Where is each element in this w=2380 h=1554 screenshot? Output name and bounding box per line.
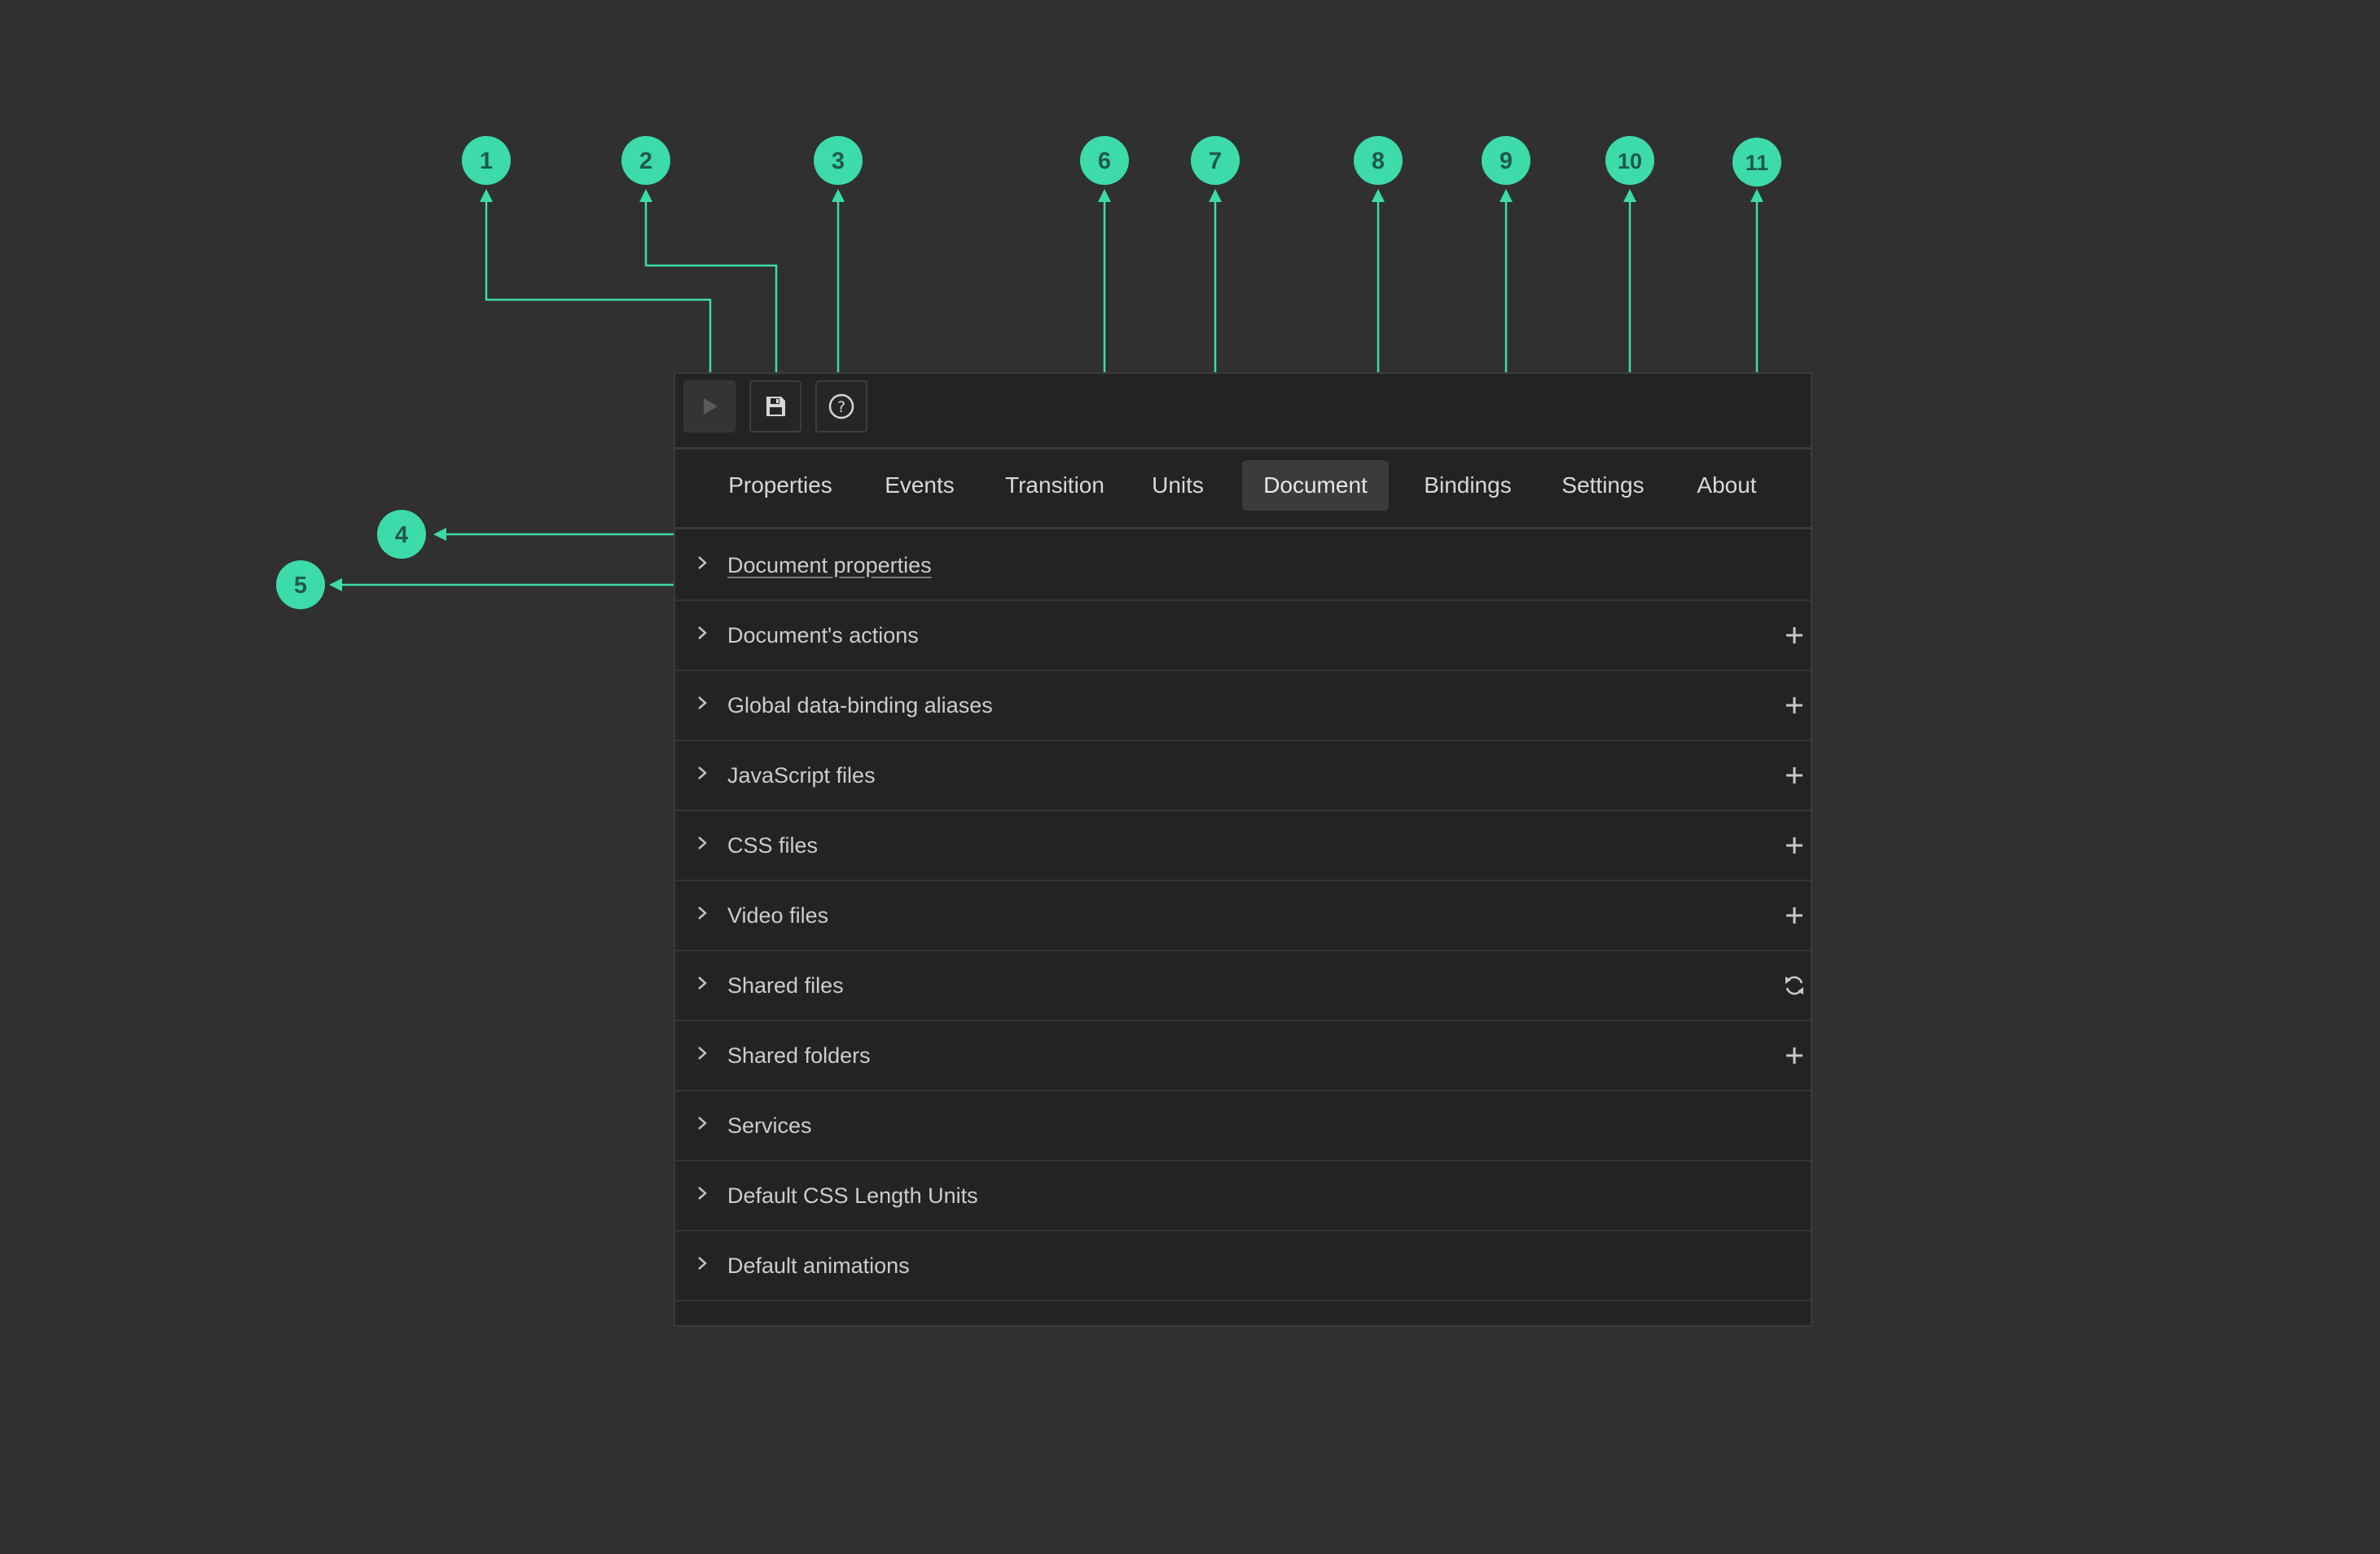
callout-badge xyxy=(814,136,863,185)
callout-number: 6 xyxy=(1098,148,1111,174)
chevron-right-icon[interactable] xyxy=(693,1254,711,1272)
chevron-right-icon[interactable] xyxy=(693,764,711,782)
add-button[interactable] xyxy=(1781,762,1807,788)
section-label: JavaScript files xyxy=(727,762,876,788)
section-row[interactable]: Shared files xyxy=(675,951,1811,1021)
section-row[interactable]: Services xyxy=(675,1091,1811,1161)
section-row[interactable]: CSS files xyxy=(675,811,1811,881)
callout-badge xyxy=(1354,136,1403,185)
chevron-right-icon[interactable] xyxy=(693,1114,711,1132)
section-row[interactable]: Default animations xyxy=(675,1231,1811,1302)
tab-events[interactable]: Events xyxy=(885,472,955,498)
svg-text:?: ? xyxy=(837,398,845,416)
tab-about[interactable]: About xyxy=(1697,472,1757,498)
section-row[interactable]: JavaScript files xyxy=(675,741,1811,811)
section-label: Document properties xyxy=(727,552,932,577)
save-button[interactable] xyxy=(749,380,801,432)
plus-icon xyxy=(1786,627,1803,643)
add-button[interactable] xyxy=(1781,622,1807,648)
section-label: Default animations xyxy=(727,1253,910,1278)
section-row[interactable]: Document's actions xyxy=(675,601,1811,671)
plus-icon xyxy=(1786,767,1803,784)
section-label: Shared folders xyxy=(727,1043,871,1068)
add-button[interactable] xyxy=(1781,902,1807,928)
plus-icon xyxy=(1786,907,1803,924)
plus-icon xyxy=(1786,837,1803,854)
chevron-right-icon[interactable] xyxy=(693,554,711,572)
chevron-right-icon[interactable] xyxy=(693,1044,711,1062)
callout-number: 8 xyxy=(1372,148,1385,174)
section-label: Document's actions xyxy=(727,622,919,648)
chevron-right-icon[interactable] xyxy=(693,834,711,852)
callout-badge xyxy=(1732,138,1781,187)
tab-transition[interactable]: Transition xyxy=(1005,472,1104,498)
callout-number: 7 xyxy=(1209,148,1222,174)
callout-number: 1 xyxy=(480,148,493,174)
section-row[interactable]: Default CSS Length Units xyxy=(675,1161,1811,1231)
callout-number: 5 xyxy=(294,573,307,599)
callout-number: 9 xyxy=(1500,148,1513,174)
add-button[interactable] xyxy=(1781,692,1807,718)
section-row[interactable]: Shared folders xyxy=(675,1021,1811,1091)
tab-settings[interactable]: Settings xyxy=(1561,472,1644,498)
callout-number: 2 xyxy=(639,148,652,174)
callout-badge xyxy=(621,136,670,185)
section-row[interactable]: Global data-binding aliases xyxy=(675,671,1811,741)
callout-badge xyxy=(1482,136,1530,185)
add-button[interactable] xyxy=(1781,1043,1807,1069)
callout-badge xyxy=(1080,136,1129,185)
save-icon xyxy=(766,397,785,416)
chevron-right-icon[interactable] xyxy=(693,624,711,642)
callout-badge xyxy=(1191,136,1240,185)
section-label: Video files xyxy=(727,902,829,928)
section-label: Default CSS Length Units xyxy=(727,1183,978,1208)
section-label: Shared files xyxy=(727,972,844,998)
plus-icon xyxy=(1786,697,1803,713)
callout-number: 3 xyxy=(832,148,845,174)
add-button[interactable] xyxy=(1781,832,1807,858)
tab-units[interactable]: Units xyxy=(1152,472,1204,498)
chevron-right-icon[interactable] xyxy=(693,1184,711,1202)
chevron-right-icon[interactable] xyxy=(693,974,711,992)
refresh-icon xyxy=(1785,976,1803,995)
tab-bar: Properties Events Transition Units Docum… xyxy=(675,449,1811,529)
play-icon xyxy=(704,398,718,415)
chevron-right-icon[interactable] xyxy=(693,904,711,922)
toolbar: ? xyxy=(675,374,1811,450)
play-button[interactable] xyxy=(683,380,736,432)
help-icon: ? xyxy=(828,393,854,419)
section-label: Services xyxy=(727,1113,812,1138)
refresh-button[interactable] xyxy=(1781,972,1807,999)
section-label: Global data-binding aliases xyxy=(727,692,993,718)
section-row[interactable]: Document properties xyxy=(675,531,1811,601)
tab-properties[interactable]: Properties xyxy=(728,472,832,498)
section-row[interactable]: Video files xyxy=(675,881,1811,951)
callout-badge xyxy=(462,136,511,185)
plus-icon xyxy=(1786,1047,1803,1064)
section-label: CSS files xyxy=(727,832,819,858)
callout-number: 10 xyxy=(1618,149,1642,173)
tab-bindings[interactable]: Bindings xyxy=(1424,472,1512,498)
callout-number: 11 xyxy=(1745,151,1769,175)
help-button[interactable]: ? xyxy=(815,380,867,432)
callout-number: 4 xyxy=(395,522,408,548)
chevron-right-icon[interactable] xyxy=(693,694,711,712)
tab-document[interactable]: Document xyxy=(1242,460,1389,511)
callout-badge xyxy=(276,560,325,609)
callout-badge xyxy=(1605,136,1654,185)
callout-badge xyxy=(377,510,426,559)
document-panel: ? Properties Events Transition Units Doc… xyxy=(674,372,1812,1327)
